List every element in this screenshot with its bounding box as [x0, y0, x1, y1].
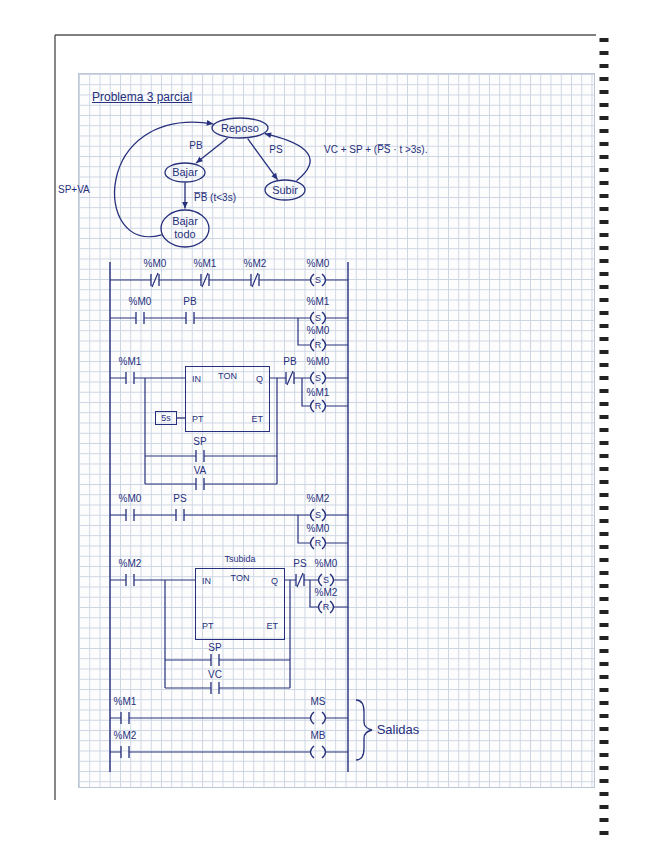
- signal-name: SP: [193, 436, 206, 448]
- timer-pin: Q: [271, 576, 278, 586]
- coil-type: S: [315, 373, 321, 383]
- timer-block: TsubidaTONINQPTET: [195, 568, 285, 640]
- coil-type: S: [315, 313, 321, 323]
- signal-name: %M0: [315, 558, 338, 570]
- contact-symbols: [121, 274, 304, 758]
- signal-name: %M0: [119, 493, 142, 505]
- state-ellipse: Subir: [264, 179, 306, 201]
- ladder-rails: [110, 262, 348, 772]
- timer-pin: TON: [218, 371, 237, 381]
- state-name: Bajar: [172, 166, 198, 179]
- timer-pin: Q: [256, 374, 263, 384]
- signal-name: %M2: [114, 730, 137, 742]
- state-ellipse: Reposo: [211, 117, 269, 139]
- signal-name: VC: [208, 669, 222, 681]
- coil-type: R: [315, 340, 322, 350]
- preset-value: 5s: [161, 413, 171, 423]
- transition-connector: [177, 418, 185, 419]
- transition-condition: VC + SP + (P̅S̅ · t >3s).: [324, 144, 427, 156]
- page-title: Problema 3 parcial: [92, 91, 192, 105]
- transition-condition: PB: [189, 140, 202, 152]
- signal-name: %M0: [144, 258, 167, 270]
- arrow-head: [196, 157, 203, 163]
- signal-name: VA: [194, 465, 207, 477]
- state-outline-ellipse: [165, 163, 205, 182]
- notebook-grid: [78, 73, 595, 788]
- signal-name: %M0: [129, 296, 152, 308]
- connector-line: [265, 134, 310, 181]
- connector-line: [177, 417, 185, 418]
- signal-name: %M2: [307, 493, 330, 505]
- state-name: Subir: [272, 184, 298, 197]
- timer-pin: PT: [192, 414, 204, 424]
- coil-symbols: [311, 274, 334, 758]
- signal-name: %M1: [114, 696, 137, 708]
- signal-name: %M2: [315, 587, 338, 599]
- state-name: Bajar todo: [169, 215, 201, 240]
- preset-box: 5s: [155, 411, 177, 425]
- signal-name: %M1: [307, 387, 330, 399]
- signal-name: %M0: [307, 523, 330, 535]
- state-ellipse: Bajar todo: [160, 209, 210, 248]
- group-note: Salidas: [377, 723, 420, 738]
- paper-edge: [55, 35, 596, 800]
- transition-condition: P̅B̅ (t<3s): [194, 192, 236, 204]
- signal-name: %M1: [307, 296, 330, 308]
- coil-type: R: [315, 538, 322, 548]
- coil-type: R: [315, 401, 322, 411]
- negated-contact-slash: [152, 273, 303, 587]
- arrow-head: [271, 173, 277, 180]
- timer-pin: TON: [231, 573, 250, 583]
- signal-name: PS: [293, 558, 306, 570]
- state-outline-ellipse: [161, 210, 209, 247]
- state-name: Reposo: [221, 122, 259, 135]
- signal-name: %M0: [307, 325, 330, 337]
- outputs-bracket: [356, 700, 372, 760]
- signal-name: %M0: [307, 356, 330, 368]
- signal-name: PS: [173, 493, 186, 505]
- signal-name: MS: [311, 696, 326, 708]
- signal-name: SP: [208, 642, 221, 654]
- transition-condition: SP+VA: [58, 184, 90, 196]
- timer-block: IN TON Q PT ET: [185, 366, 270, 432]
- signal-name: %M2: [119, 558, 142, 570]
- arrow-head: [182, 202, 188, 208]
- transition-condition: PS: [269, 144, 282, 156]
- signal-name: %M1: [119, 356, 142, 368]
- signal-name: %M0: [307, 258, 330, 270]
- signal-name: %M2: [244, 258, 267, 270]
- state-ellipse: Bajar: [164, 162, 206, 183]
- signal-name: MB: [311, 730, 326, 742]
- timer-pin: ET: [266, 621, 278, 631]
- timer-pin: IN: [202, 576, 211, 586]
- transition-connector: [182, 183, 188, 209]
- state-outline-ellipse: [265, 180, 305, 200]
- timer-pin: IN: [192, 374, 201, 384]
- signal-name: %M1: [194, 258, 217, 270]
- timer-pin: ET: [251, 414, 263, 424]
- ladder-wires: [110, 280, 348, 752]
- state-outline-ellipse: [212, 118, 268, 138]
- signal-name: PB: [183, 296, 196, 308]
- signal-name: PB: [283, 356, 296, 368]
- coil-type: R: [323, 602, 330, 612]
- arrow-head: [265, 132, 272, 138]
- coil-type: S: [323, 575, 329, 585]
- transition-connector: [265, 132, 310, 180]
- timer-pin: PT: [202, 621, 214, 631]
- coil-type: S: [315, 275, 321, 285]
- arrow-head: [206, 120, 213, 126]
- coil-type: S: [315, 510, 321, 520]
- timer-name: Tsubida: [224, 554, 255, 564]
- notebook-spiral: [600, 38, 609, 835]
